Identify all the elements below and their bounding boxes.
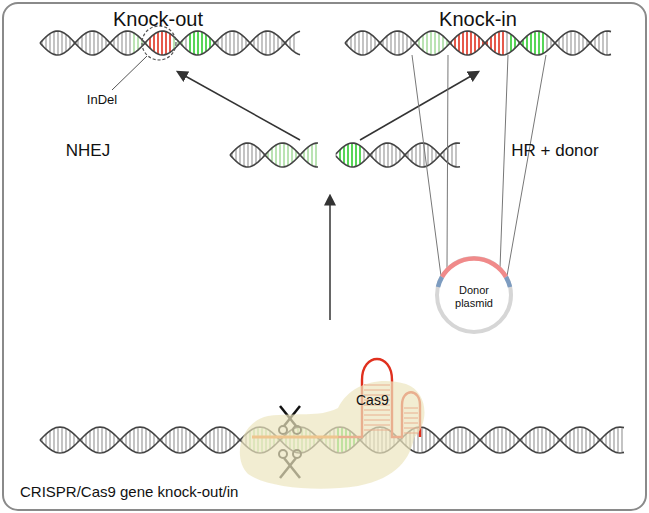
panel-heading: Knock-in bbox=[439, 8, 517, 31]
dna-helix bbox=[345, 31, 611, 55]
indel-label: InDel bbox=[85, 92, 119, 107]
pathway-label: HR + donor bbox=[511, 141, 598, 161]
figure-caption: CRISPR/Cas9 gene knock-out/in bbox=[20, 483, 238, 500]
cas9-blob bbox=[238, 378, 428, 490]
dna-helix bbox=[40, 31, 300, 55]
homology-lines bbox=[412, 55, 546, 276]
indel-leader bbox=[112, 56, 147, 90]
indel-circle bbox=[142, 26, 176, 60]
pathway-label: NHEJ bbox=[66, 141, 110, 161]
cas9-label: Cas9 bbox=[356, 392, 389, 408]
arrow-break bbox=[329, 196, 331, 320]
panel-heading: Knock-out bbox=[113, 8, 203, 31]
plasmid-label: Donor plasmid bbox=[446, 284, 502, 310]
cas9-protein: Cas9 bbox=[238, 378, 428, 490]
donor-plasmid: Donor plasmid bbox=[434, 255, 514, 335]
arrow-knockout bbox=[178, 72, 300, 140]
